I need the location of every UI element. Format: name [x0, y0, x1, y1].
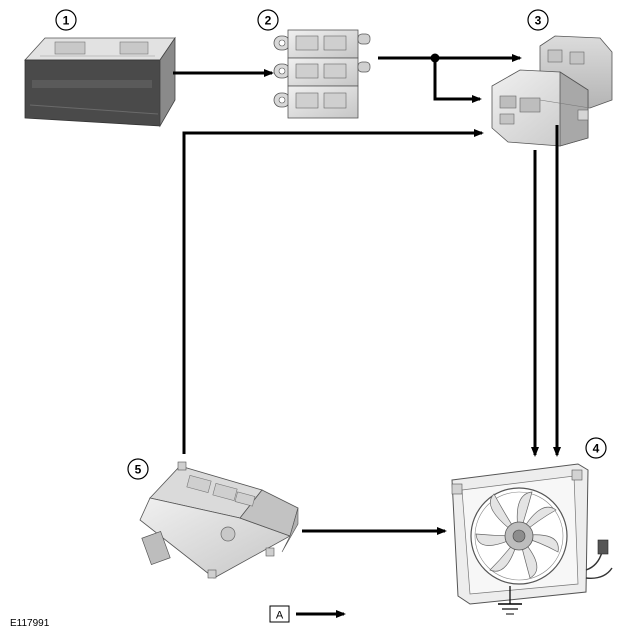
callout-2: 2 — [257, 9, 279, 31]
battery-icon — [24, 36, 176, 128]
legend-a: A — [269, 605, 346, 623]
svg-text:A: A — [276, 610, 284, 622]
fuse-relay-block-icon — [273, 29, 371, 119]
power-distribution-box-icon — [491, 35, 613, 147]
engine-control-module-icon — [139, 461, 299, 579]
svg-text:4: 4 — [593, 442, 600, 456]
figure-id: E117991 — [10, 618, 50, 629]
connection-ecm-to-power-distribution — [182, 129, 484, 454]
ground-symbol-icon — [498, 586, 522, 615]
svg-text:1: 1 — [63, 14, 70, 28]
connection-fuse-block-to-power-distribution — [378, 53, 522, 103]
callout-5: 5 — [127, 458, 149, 480]
svg-text:5: 5 — [135, 463, 142, 477]
svg-text:3: 3 — [535, 14, 542, 28]
callout-3: 3 — [527, 9, 549, 31]
svg-text:2: 2 — [265, 14, 272, 28]
callout-4: 4 — [585, 437, 607, 459]
cooling-fan-assembly-icon — [451, 463, 613, 605]
callout-1: 1 — [55, 9, 77, 31]
